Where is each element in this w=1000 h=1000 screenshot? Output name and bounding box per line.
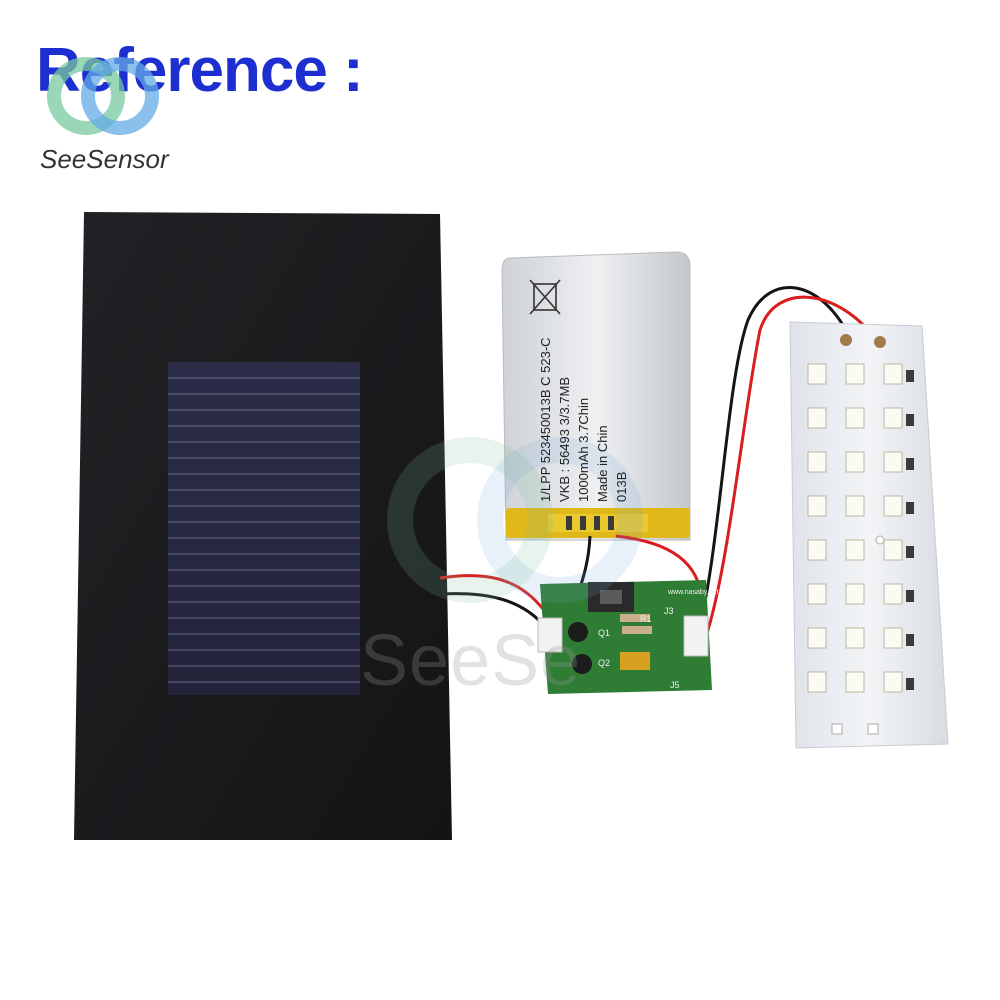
pcb-url: www.nasaby.net: [667, 589, 719, 596]
led-board: [789, 321, 949, 749]
seesensor-logo-icon: [47, 57, 159, 135]
watermark-logo-icon: [387, 437, 643, 603]
battery-label-line: 1000mAh 3.7Chin: [576, 397, 591, 502]
battery-label: 1/LPP 523450013B C 523-C VKB : 56493 3/3…: [532, 262, 672, 512]
lipo-battery: [501, 251, 691, 541]
watermark-text: SeeSe: [360, 621, 582, 701]
solar-panel: [74, 212, 452, 840]
panel-wires: [439, 574, 550, 629]
pcb-label-j3: J3: [664, 606, 674, 616]
battery-label-line: 013B: [614, 471, 629, 502]
led-wires: [694, 286, 878, 649]
led-grid: [807, 363, 903, 693]
pcb-label-r1: R1: [640, 614, 652, 624]
battery-label-line: Made in Chin: [595, 425, 610, 502]
battery-label-line: VKB : 56493 3/3.7MB: [557, 376, 572, 502]
charger-pcb: www.nasaby.net Q1 R1 Q2 J3 J5: [537, 580, 719, 694]
pcb-label-q2: Q2: [598, 658, 610, 668]
brand-name: SeeSensor: [40, 144, 169, 174]
pcb-label-j5: J5: [670, 680, 680, 690]
recycle-bin-icon: [529, 279, 561, 315]
pcb-label-q1: Q1: [598, 628, 610, 638]
battery-label-line: 1/LPP 523450013B C 523-C: [538, 337, 553, 502]
